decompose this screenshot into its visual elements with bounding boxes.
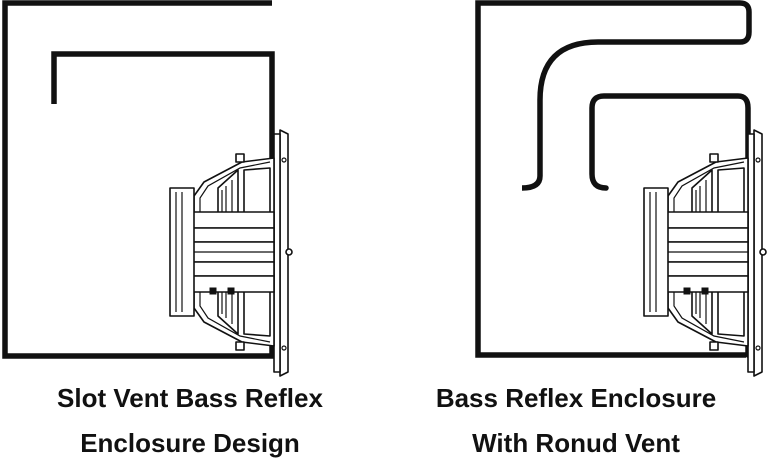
slot-enclosure-outline: [2, 0, 275, 359]
slot-vent-enclosure: [2, 0, 293, 377]
round-vent-inner-tube: [589, 93, 751, 358]
round-vent-caption-line1: Bass Reflex Enclosure: [435, 383, 717, 413]
round-driver-speaker: [643, 129, 767, 377]
round-vent-enclosure: [475, 0, 767, 377]
slot-driver-speaker: [169, 129, 293, 377]
slot-vent-caption-line1: Slot Vent Bass Reflex: [57, 383, 323, 413]
round-vent-caption-line2: With Ronud Vent: [472, 428, 680, 458]
slot-vent-caption-line2: Enclosure Design: [80, 428, 300, 458]
round-enclosure-outline: [475, 0, 752, 358]
